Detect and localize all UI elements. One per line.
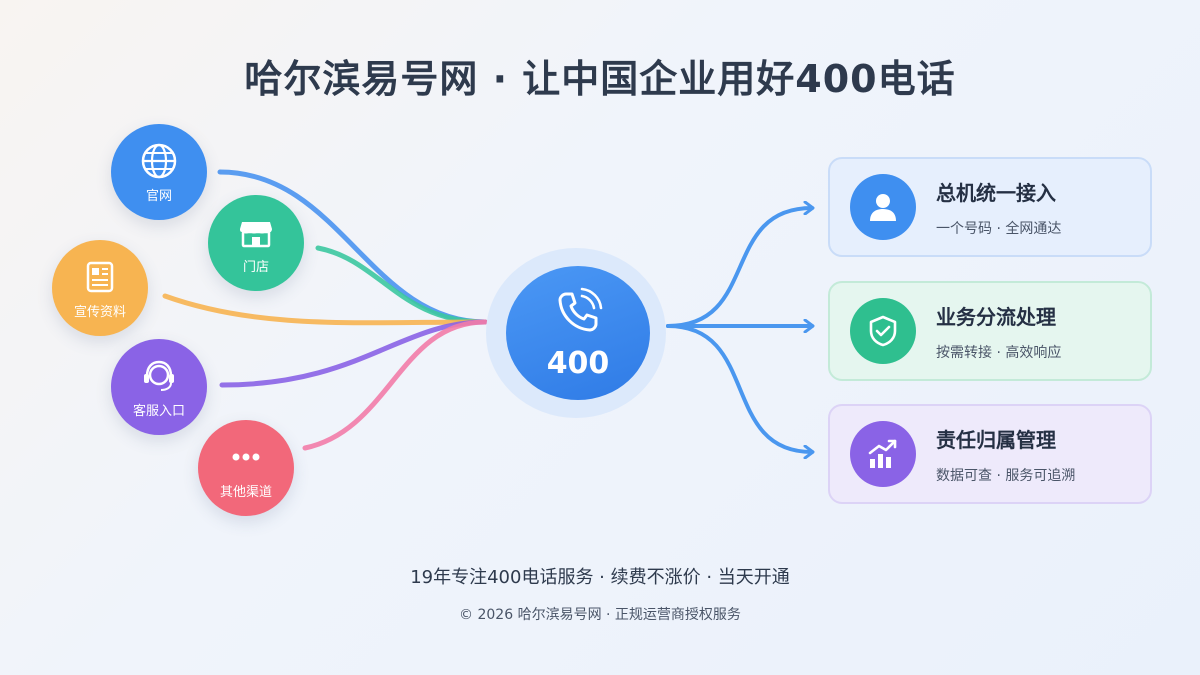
source-label: 客服入口 (132, 403, 185, 419)
feature-card-accountability: 责任归属管理 数据可查 · 服务可追溯 (828, 404, 1152, 504)
flow-arrow-bottom (666, 324, 812, 452)
source-label: 门店 (242, 259, 269, 275)
globe-icon (139, 141, 179, 181)
chart-up-icon (850, 421, 916, 487)
brochure-icon (80, 257, 120, 297)
feature-card-routing: 业务分流处理 按需转接 · 高效响应 (828, 281, 1152, 381)
flow-line-other (302, 319, 488, 451)
feature-title: 总机统一接入 (936, 180, 1056, 205)
source-other: 其他渠道 (198, 420, 294, 516)
flow-line-brochure (162, 293, 488, 326)
source-website: 官网 (111, 124, 207, 220)
headset-icon (139, 356, 179, 396)
source-customer-service: 客服入口 (111, 339, 207, 435)
shield-check-icon (850, 298, 916, 364)
feature-card-unified-access: 总机统一接入 一个号码 · 全网通达 (828, 157, 1152, 257)
phone-icon (552, 286, 604, 342)
feature-title: 责任归属管理 (936, 427, 1056, 452)
footer-copyright: © 2026 哈尔滨易号网 · 正规运营商授权服务 (459, 607, 741, 623)
store-icon (236, 212, 276, 252)
feature-subtitle: 一个号码 · 全网通达 (936, 220, 1062, 237)
source-label: 宣传资料 (73, 304, 126, 320)
source-brochure: 宣传资料 (52, 240, 148, 336)
hub-400: 400 (506, 266, 650, 400)
hub-number: 400 (546, 345, 610, 381)
flow-line-store (315, 245, 488, 325)
source-label: 其他渠道 (219, 484, 272, 500)
feature-subtitle: 按需转接 · 高效响应 (936, 344, 1062, 361)
footer-tagline: 19年专注400电话服务 · 续费不涨价 · 当天开通 (410, 567, 790, 588)
more-icon (226, 437, 266, 477)
feature-title: 业务分流处理 (936, 304, 1056, 329)
source-label: 官网 (145, 188, 172, 204)
page-title: 哈尔滨易号网 · 让中国企业用好400电话 (244, 57, 956, 101)
source-store: 门店 (208, 195, 304, 291)
feature-subtitle: 数据可查 · 服务可追溯 (936, 467, 1076, 484)
user-icon (850, 174, 916, 240)
flow-arrow-top (666, 208, 812, 328)
